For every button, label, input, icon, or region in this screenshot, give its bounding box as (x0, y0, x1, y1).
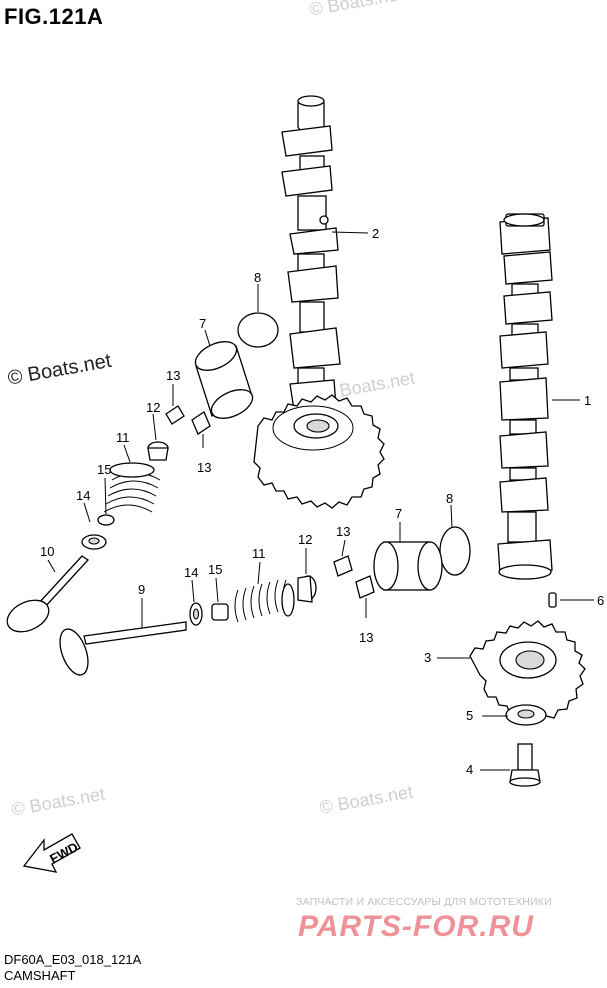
callout-2: 2 (372, 226, 379, 241)
lifter-7-upper (194, 341, 254, 419)
callout-13: 13 (166, 368, 180, 383)
callout-5: 5 (466, 708, 473, 723)
callout-11: 11 (116, 430, 130, 445)
figure-code: DF60A_E03_018_121A (4, 952, 142, 967)
camshaft-1 (497, 213, 553, 580)
callout-12: 12 (298, 532, 312, 547)
callouts: 2 1 3 5 4 6 7 7 8 8 9 10 11 11 12 12 13 … (40, 226, 604, 777)
leader-lines (47, 231, 594, 771)
callout-9: 9 (138, 582, 145, 597)
callout-8: 8 (254, 270, 261, 285)
callout-8: 8 (446, 491, 453, 506)
sprocket-3 (469, 620, 586, 722)
callout-3: 3 (424, 650, 431, 665)
seal-15-lower (211, 603, 229, 621)
promo-text: ЗАПЧАСТИ И АКСЕССУАРЫ ДЛЯ МОТОТЕХНИКИ (296, 896, 552, 908)
callout-13: 13 (197, 460, 211, 475)
fwd-arrow-icon: FWD (22, 833, 81, 873)
bolt-4 (509, 743, 541, 787)
shim-8-upper (237, 312, 279, 348)
callout-4: 4 (466, 762, 473, 777)
callout-7: 7 (199, 316, 206, 331)
spring-11-upper (103, 462, 161, 513)
callout-1: 1 (584, 393, 591, 408)
callout-14: 14 (184, 565, 198, 580)
svg-text:FWD: FWD (47, 839, 80, 866)
callout-6: 6 (597, 593, 604, 608)
callout-11: 11 (252, 546, 266, 561)
shim-8-lower (439, 526, 471, 576)
callout-13: 13 (359, 630, 373, 645)
brand-logo: PARTS-FOR.RU (298, 910, 534, 943)
callout-15: 15 (97, 462, 111, 477)
callout-13: 13 (336, 524, 350, 539)
seat-14-upper (81, 534, 107, 550)
collet-13-upper (165, 405, 211, 435)
seat-14-lower (189, 602, 203, 626)
callout-7: 7 (395, 506, 402, 521)
retainer-12-upper (147, 441, 169, 461)
seal-15-upper (97, 514, 115, 526)
valve-9 (59, 621, 187, 676)
spring-11-lower (234, 579, 295, 623)
callout-12: 12 (146, 400, 160, 415)
figure-caption: CAMSHAFT (4, 968, 76, 983)
callout-15: 15 (208, 562, 222, 577)
pin-6 (548, 592, 557, 608)
camshaft-2 (253, 95, 385, 509)
callout-10: 10 (40, 544, 54, 559)
collet-13-lower (333, 555, 375, 599)
valve-10 (6, 555, 89, 633)
washer-5 (505, 704, 547, 726)
lifter-7-lower (373, 541, 443, 591)
retainer-12-lower (297, 575, 317, 603)
callout-14: 14 (76, 488, 90, 503)
figure-title: FIG.121A (4, 4, 104, 29)
